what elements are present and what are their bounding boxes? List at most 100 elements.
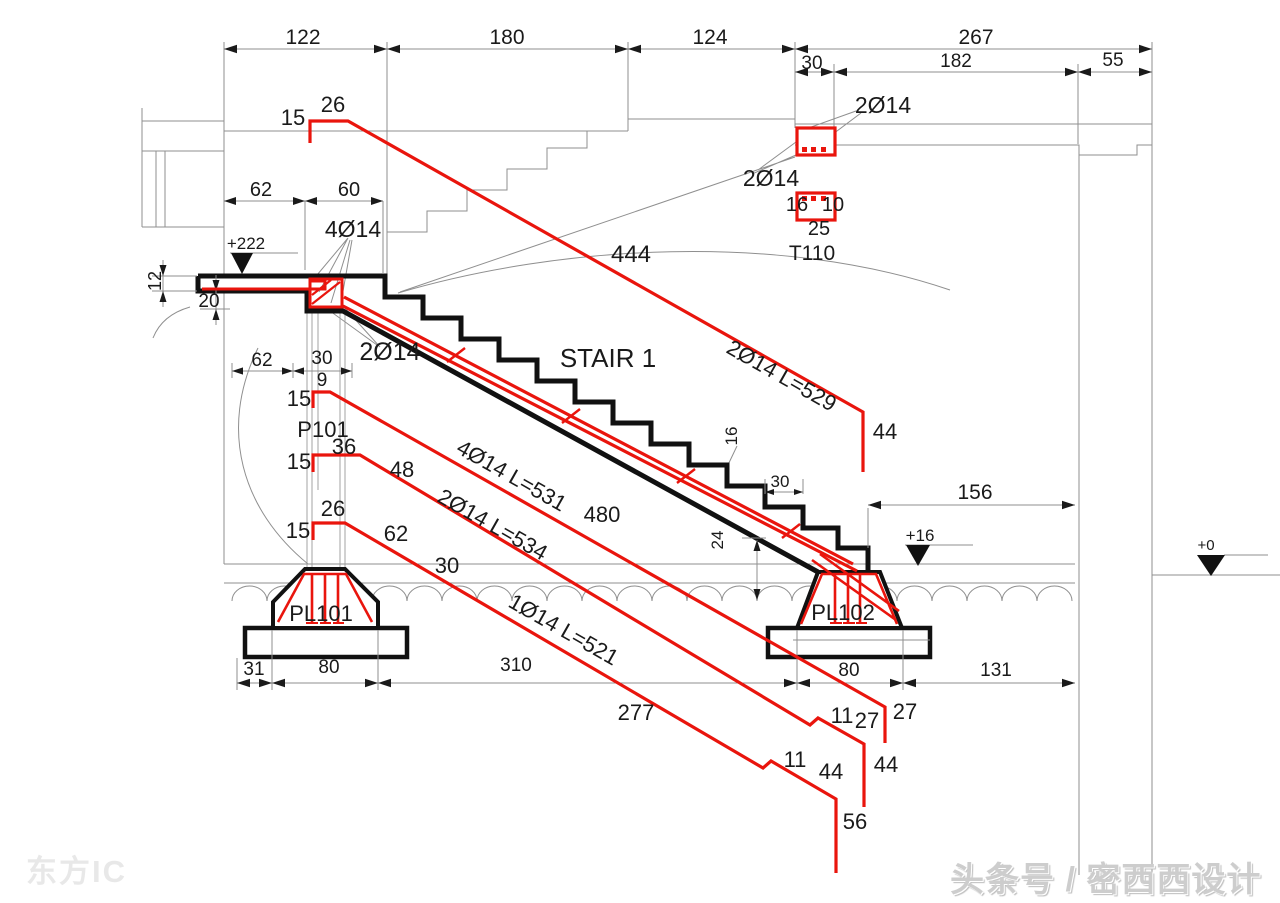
hook-15-b: 15 [287,449,311,474]
dim-20: 20 [198,291,219,312]
dim-25-beam: 25 [808,218,830,240]
label-444: 444 [611,241,651,268]
dim-27-a: 27 [855,708,879,733]
dim-arrow [1078,67,1091,77]
dim-44-c: 44 [819,759,843,784]
dim-27-b: 27 [893,699,917,724]
dim-arrow [1139,67,1152,77]
reference-arcs [152,251,951,565]
dim-arrow [272,678,285,688]
dim-277: 277 [618,700,655,725]
rebar-top-2o14-529 [308,119,865,472]
dim-arrow [765,489,774,495]
agency-watermark: 东方IC [26,854,127,889]
dim-62-upper: 62 [250,179,272,201]
upper-stair-profile [386,131,588,253]
label-2o14-topright: 2Ø14 [855,92,911,118]
dimension-lines [159,44,1152,688]
dim-30-tread: 30 [771,472,790,491]
label-p101: P101 [297,417,348,442]
pl101-rebar [276,572,374,624]
level-triangle-222 [231,253,253,274]
dim-arrow [868,500,881,510]
hook-26-top: 26 [321,92,345,117]
ground-lines [224,563,1075,584]
dim-30-c: 30 [435,553,459,578]
dim-arrow [1062,678,1075,688]
hook-15-top: 15 [281,105,305,130]
rebar-1o14-521 [311,521,838,873]
flight-rebar-ties [446,347,801,539]
dim-62-c: 62 [384,521,408,546]
site-watermark: 头条号 / 密西西设计 [950,861,1262,899]
reinforcement-layer [202,119,900,873]
dim-arrow [212,309,220,320]
wall-lines [223,42,1280,880]
column-face-lines [306,311,346,568]
hook-26-b: 26 [321,496,345,521]
dim-480: 480 [584,502,621,527]
dim-arrow [224,197,236,205]
dim-arrow [1065,67,1078,77]
dim-11-b: 11 [784,747,807,772]
dim-11-a: 11 [831,703,854,728]
dim-arrow [1139,44,1152,54]
stair-title: STAIR 1 [560,343,656,373]
dim-36: 36 [332,434,356,459]
level-plus-0: +0 [1197,537,1214,554]
dim-arrow [159,265,167,276]
dim-arrow [753,589,761,600]
flight-rebar-pair [342,295,858,573]
dim-10-beam: 10 [822,194,844,216]
dim-16-riser: 16 [722,427,741,446]
dim-arrow [374,44,387,54]
dim-arrow [387,44,400,54]
label-pl101: PL101 [289,601,353,626]
slab-and-soffit-outline [195,276,820,575]
dim-124: 124 [692,26,727,49]
dim-arrow [212,280,220,291]
dim-arrow [1062,500,1075,510]
dim-arrow [821,67,834,77]
structure-lines [141,42,1280,880]
rebar-slab-bar [202,279,327,291]
dim-12: 12 [145,271,165,291]
label-t110: T110 [789,242,835,265]
dim-30-p101: 30 [311,348,332,369]
dim-24: 24 [708,531,727,550]
leader-lines [311,110,862,468]
dim-16-beam: 16 [786,194,808,216]
dim-arrow [365,678,378,688]
rebar-2o14-534 [311,453,866,807]
dim-56: 56 [843,809,867,834]
rebar-4o14-531 [311,390,887,743]
stair-steps-outline [198,273,871,572]
dim-48: 48 [390,457,414,482]
beam-stirrup [308,277,344,309]
dim-131: 131 [980,660,1012,681]
dim-arrow [795,44,808,54]
dim-55: 55 [1102,50,1123,71]
dim-62-p101: 62 [251,350,272,371]
hook-15-a: 15 [287,386,311,411]
label-pl102: PL102 [811,600,875,625]
pedestal-pl102 [794,570,905,630]
dim-arrow [890,678,903,688]
dim-arrow [293,197,305,205]
dim-182: 182 [940,51,972,72]
dim-arrow [232,367,243,375]
dim-arrow [378,678,391,688]
level-plus-16: +16 [906,526,935,545]
dim-arrow [628,44,641,54]
dim-arrow [784,678,797,688]
dim-arrow [282,367,293,375]
level-plus-222: +222 [227,234,265,253]
dim-arrow [795,67,808,77]
dim-arrow [259,678,272,688]
dim-arrow [834,67,847,77]
level-triangle-0 [1197,555,1225,576]
extension-lines [223,42,1079,276]
label-2o14-beam: 2Ø14 [743,165,799,191]
